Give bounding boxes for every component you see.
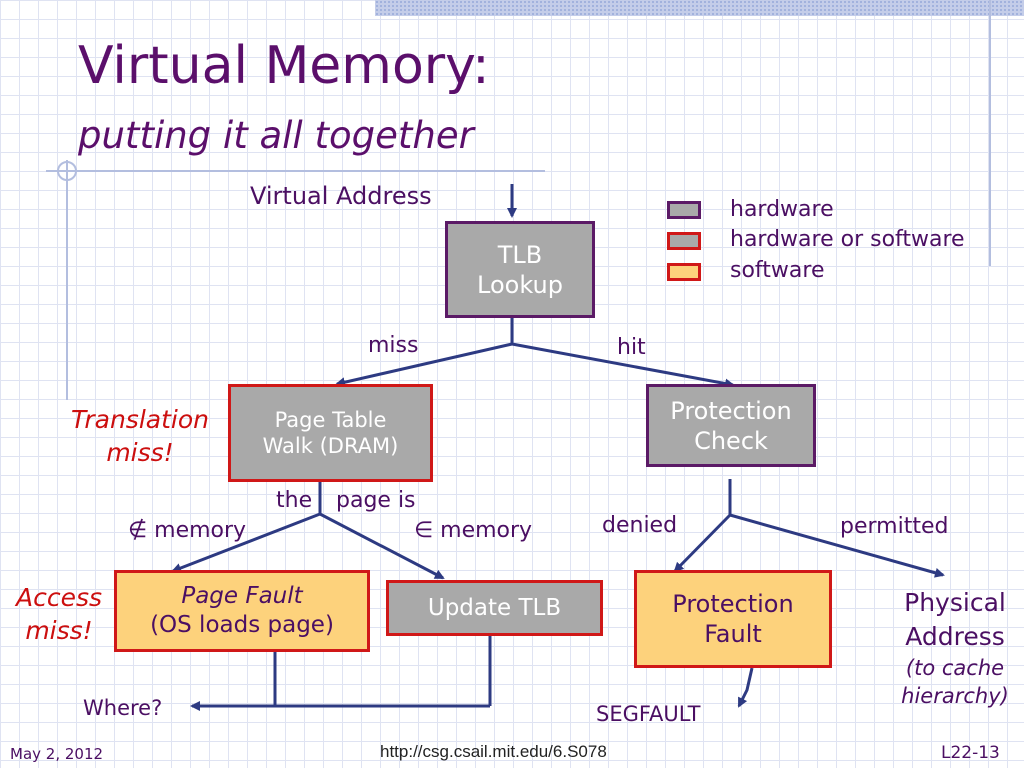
page-table-walk-box: Page Table Walk (DRAM) bbox=[228, 384, 433, 482]
physical-address-line2: Address bbox=[905, 621, 1005, 651]
translation-miss-line1: Translation bbox=[71, 405, 209, 434]
access-miss-label: Access miss! bbox=[8, 582, 110, 647]
decorative-vertical-line bbox=[989, 0, 991, 266]
denied-label: denied bbox=[602, 513, 678, 538]
footer-date: May 2, 2012 bbox=[10, 745, 104, 763]
permitted-label: permitted bbox=[840, 514, 949, 539]
translation-miss-label: Translation miss! bbox=[60, 404, 220, 469]
header-band bbox=[375, 0, 1024, 16]
physical-address-line3: (to cache bbox=[905, 655, 1005, 680]
not-in-memory-label: ∉ memory bbox=[128, 518, 247, 543]
arrow-hit bbox=[511, 342, 735, 389]
arrow-segfault bbox=[737, 667, 754, 708]
physical-address-label: Physical Address (to cache hierarchy) bbox=[880, 586, 1024, 710]
footer-slide-number: L22-13 bbox=[941, 743, 1000, 763]
segfault-label: SEGFAULT bbox=[596, 702, 701, 726]
update-tlb-text: Update TLB bbox=[427, 594, 562, 621]
legend-label-software: software bbox=[730, 258, 825, 283]
the-label: the bbox=[276, 488, 313, 513]
physical-address-line4: hierarchy) bbox=[901, 683, 1009, 708]
virtual-address-label: Virtual Address bbox=[250, 182, 432, 210]
protection-check-line2: Check bbox=[694, 426, 768, 455]
page-table-walk-line1: Page Table bbox=[274, 407, 387, 432]
tlb-lookup-box: TLB Lookup bbox=[445, 221, 595, 318]
where-label: Where? bbox=[83, 696, 163, 720]
arrow-not-in-memory bbox=[171, 512, 321, 573]
in-memory-label: ∈ memory bbox=[414, 518, 533, 543]
page-fault-box: Page Fault (OS loads page) bbox=[114, 570, 370, 652]
legend-swatch-hardware-or-software bbox=[667, 232, 701, 250]
page-fault-line2: (OS loads page) bbox=[150, 612, 334, 638]
update-tlb-box: Update TLB bbox=[386, 580, 603, 636]
access-miss-line2: miss! bbox=[25, 615, 93, 645]
arrow-miss bbox=[335, 342, 513, 388]
translation-miss-line2: miss! bbox=[106, 437, 174, 467]
miss-label: miss bbox=[368, 333, 419, 358]
legend-label-hardware-or-software: hardware or software bbox=[730, 227, 965, 252]
arrow-permitted bbox=[729, 513, 945, 578]
arrow-denied bbox=[673, 513, 732, 573]
physical-address-line1: Physical bbox=[904, 588, 1006, 617]
protection-fault-box: Protection Fault bbox=[634, 570, 832, 668]
page-table-walk-line2: Walk (DRAM) bbox=[262, 434, 399, 458]
legend-label-hardware: hardware bbox=[730, 197, 834, 222]
slide-title: Virtual Memory: bbox=[78, 36, 490, 96]
protection-fault-line1: Protection bbox=[672, 590, 794, 618]
footer-url[interactable]: http://csg.csail.mit.edu/6.S078 bbox=[380, 742, 607, 761]
legend-swatch-hardware bbox=[667, 201, 701, 219]
tlb-lookup-line2: Lookup bbox=[477, 270, 563, 299]
page-is-label: page is bbox=[336, 488, 416, 513]
arrow-in-memory bbox=[319, 512, 445, 580]
protection-check-line1: Protection bbox=[670, 396, 792, 425]
hit-label: hit bbox=[617, 335, 646, 360]
slide-subtitle: putting it all together bbox=[78, 114, 474, 157]
tlb-lookup-line1: TLB bbox=[497, 240, 543, 269]
protection-fault-line2: Fault bbox=[704, 620, 762, 648]
access-miss-line1: Access bbox=[15, 583, 103, 612]
protection-check-box: Protection Check bbox=[646, 384, 816, 467]
page-fault-line1: Page Fault bbox=[181, 583, 303, 610]
legend-swatch-software bbox=[667, 263, 701, 281]
